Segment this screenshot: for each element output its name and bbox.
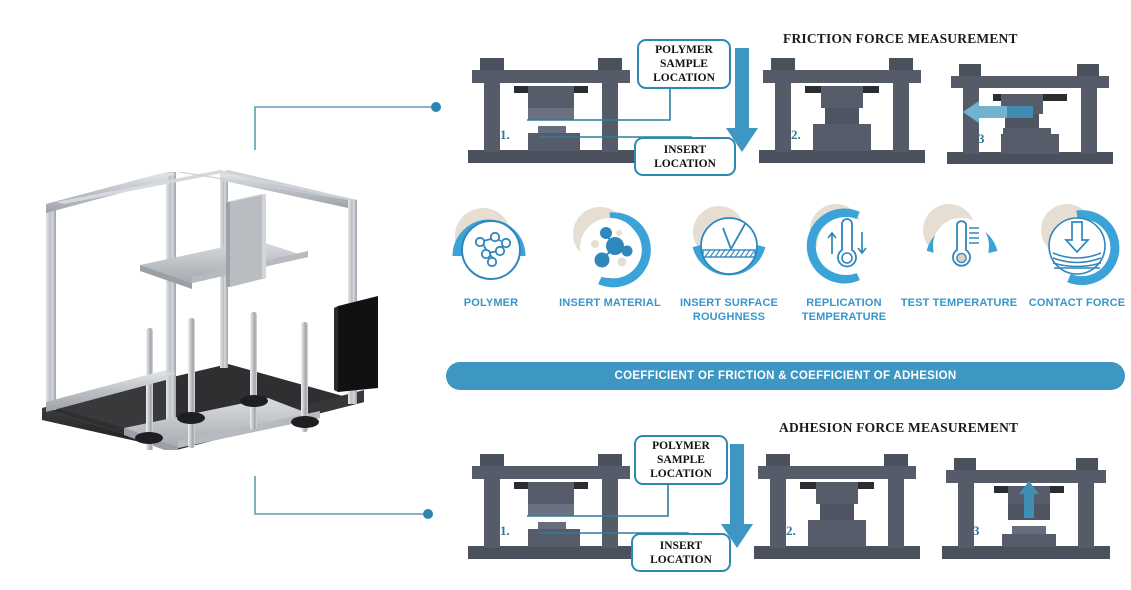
molecule-filled-icon [562, 200, 658, 292]
param-replication-temperature[interactable]: REPLICATION TEMPERATURE [785, 200, 903, 324]
param-replication-temperature-label: REPLICATION TEMPERATURE [801, 297, 887, 323]
thermometer-arrows-icon [796, 200, 892, 292]
param-contact-force-label: CONTACT FORCE [1028, 297, 1126, 309]
test-rig-render [18, 150, 378, 450]
friction-step-number-1: 1. [500, 127, 510, 142]
friction-flow-arrow-down [724, 48, 760, 156]
leader-line-bottom [250, 472, 442, 528]
friction-callout-insert[interactable]: INSERT LOCATION [634, 137, 736, 176]
adhesion-step-number-3: 3 [973, 523, 980, 538]
adhesion-flow-arrow-down [719, 444, 755, 552]
friction-section-title: FRICTION FORCE MEASUREMENT [783, 31, 1018, 46]
adhesion-motion-arrow [1019, 481, 1039, 518]
friction-step-number-3: 3 [978, 131, 985, 146]
friction-callout-polymer-sample[interactable]: POLYMER SAMPLE LOCATION [637, 39, 731, 89]
adhesion-step-number-1: 1. [500, 523, 510, 538]
friction-press-step-1 [466, 52, 636, 164]
parameter-icons-row: POLYMER [440, 200, 1131, 345]
molecule-outline-icon [443, 200, 539, 292]
thermometer-scale-icon [911, 200, 1007, 292]
adhesion-step-number-2: 2. [786, 523, 796, 538]
param-polymer-label: POLYMER [463, 297, 519, 309]
param-contact-force[interactable]: CONTACT FORCE [1018, 200, 1131, 311]
coefficient-banner: COEFFICIENT OF FRICTION & COEFFICIENT OF… [446, 362, 1125, 390]
friction-motion-arrow [963, 101, 1033, 123]
param-insert-surface-roughness-label: INSERT SURFACE ROUGHNESS [679, 297, 779, 323]
downward-force-icon [1029, 200, 1125, 292]
friction-press-step-3 [945, 58, 1115, 166]
adhesion-press-step-2 [752, 448, 922, 560]
adhesion-press-step-1 [466, 448, 636, 560]
surface-roughness-icon [681, 200, 777, 292]
param-insert-material-label: INSERT MATERIAL [559, 297, 661, 309]
friction-press-step-2 [757, 52, 927, 164]
adhesion-callout-insert[interactable]: INSERT LOCATION [631, 533, 731, 572]
adhesion-callout-polymer-sample[interactable]: POLYMER SAMPLE LOCATION [634, 435, 728, 485]
param-test-temperature-label: TEST TEMPERATURE [900, 297, 1018, 309]
adhesion-section-title: ADHESION FORCE MEASUREMENT [779, 420, 1019, 435]
friction-step-number-2: 2. [791, 127, 801, 142]
adhesion-press-step-3 [940, 450, 1112, 562]
param-polymer[interactable]: POLYMER [432, 200, 550, 311]
leader-line-top [250, 98, 442, 154]
param-insert-surface-roughness[interactable]: INSERT SURFACE ROUGHNESS [670, 200, 788, 324]
param-test-temperature[interactable]: TEST TEMPERATURE [900, 200, 1018, 311]
param-insert-material[interactable]: INSERT MATERIAL [551, 200, 669, 311]
